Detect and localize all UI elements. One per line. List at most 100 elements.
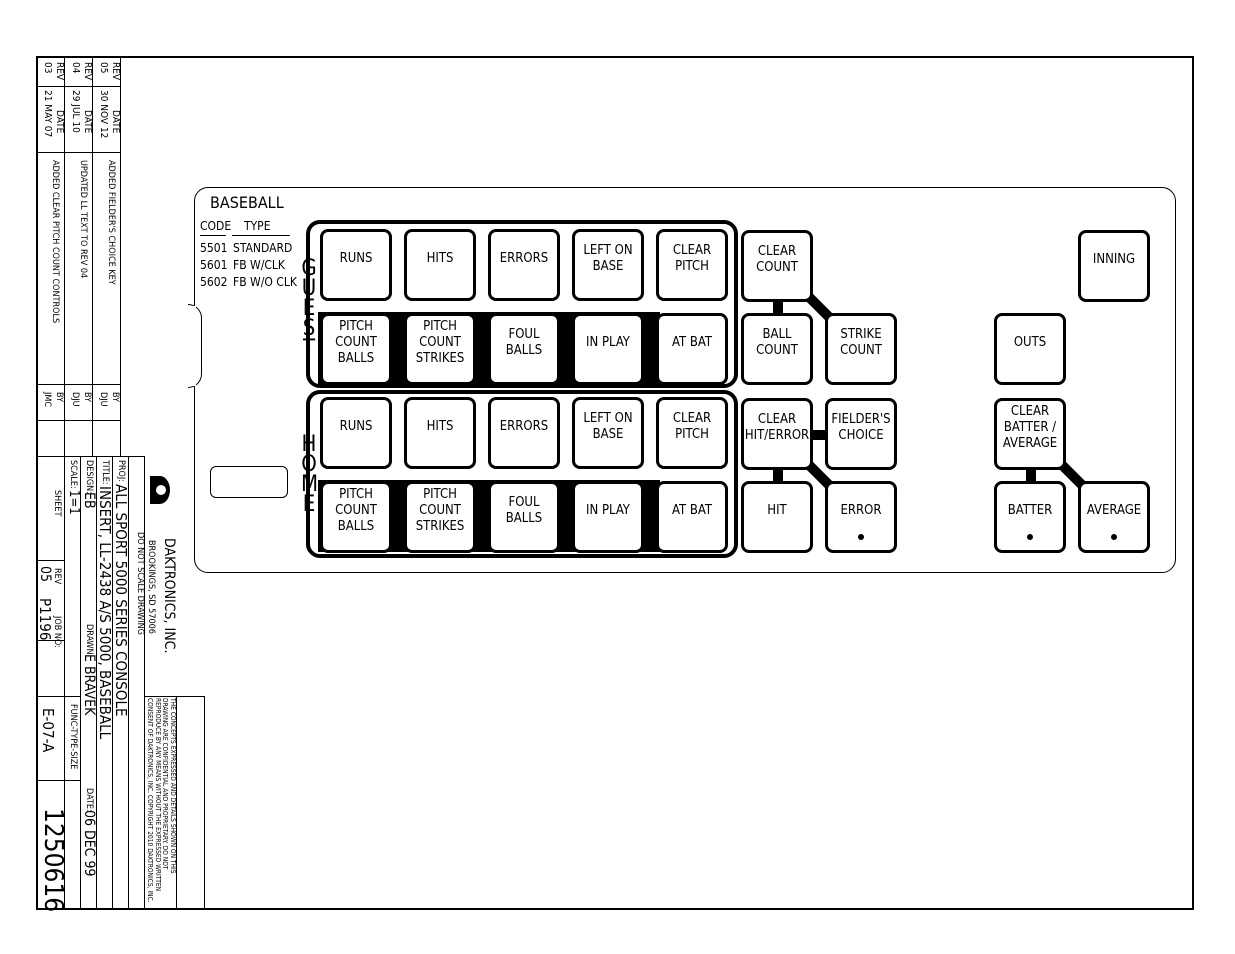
clear-batter-average-key[interactable]: CLEAR BATTER / AVERAGE xyxy=(994,398,1066,470)
drawn-by: E BRAVEK xyxy=(81,654,97,716)
func-label: FUNC-TYPE-SIZE xyxy=(68,704,78,770)
rev-04-by: DJU xyxy=(70,392,80,407)
func-type-size: E-07-A xyxy=(39,708,57,753)
type-header: TYPE xyxy=(244,219,271,233)
designer: EB xyxy=(81,492,97,509)
strike-count-key[interactable]: STRIKE COUNT xyxy=(825,313,897,385)
guest-at-bat-key[interactable]: AT BAT xyxy=(656,313,728,385)
drawing-date: 06 DEC 99 xyxy=(81,810,97,877)
code-header: CODE xyxy=(200,219,232,233)
code-type: FB W/O CLK xyxy=(233,275,297,289)
rev-03-date: 21 MAY 07 xyxy=(42,90,53,138)
fielders-choice-key[interactable]: FIELDER'S CHOICE xyxy=(825,398,897,470)
inning-key[interactable]: INNING xyxy=(1078,230,1150,302)
indicator-dot-icon xyxy=(1027,534,1033,540)
home-at-bat-key[interactable]: AT BAT xyxy=(656,481,728,553)
home-pitch-count-balls-key[interactable]: PITCH COUNT BALLS xyxy=(320,481,392,553)
hit-key[interactable]: HIT xyxy=(741,481,813,553)
rev-03-desc: ADDED CLEAR PITCH COUNT CONTROLS xyxy=(50,160,60,324)
guest-foul-balls-key[interactable]: FOUL BALLS xyxy=(488,313,560,385)
code-number: 5501 xyxy=(200,241,228,255)
scale-label: SCALE: xyxy=(68,460,78,489)
rev-04-date: 29 JUL 10 xyxy=(70,90,81,133)
sheet-rev: 05 xyxy=(37,566,53,583)
sheet-label: SHEET xyxy=(52,490,62,517)
code-type: STANDARD xyxy=(233,241,293,255)
display-window xyxy=(210,466,288,498)
outs-key[interactable]: OUTS xyxy=(994,313,1066,385)
home-runs-key[interactable]: RUNS xyxy=(320,397,392,469)
batter-key[interactable]: BATTER xyxy=(994,481,1066,553)
job-number: P1196 xyxy=(36,598,54,641)
code-number: 5602 xyxy=(200,275,228,289)
group-letter: M xyxy=(301,472,319,497)
rev-header-3: REV xyxy=(54,62,65,81)
drawing-number: 1250616 xyxy=(38,808,68,913)
indicator-dot-icon xyxy=(858,534,864,540)
confidentiality-notice: THE CONCEPTS EXPRESSED AND DETAILS SHOWN… xyxy=(146,698,177,903)
group-letter: E xyxy=(302,296,316,321)
rev-04: 04 xyxy=(70,62,81,74)
guest-pitch-count-strikes-key[interactable]: PITCH COUNT STRIKES xyxy=(404,313,476,385)
design-label: DESIGN: xyxy=(84,460,94,494)
home-in-play-key[interactable]: IN PLAY xyxy=(572,481,644,553)
group-letter: O xyxy=(301,452,317,477)
rev-05: 05 xyxy=(98,62,109,74)
indicator-dot-icon xyxy=(1111,534,1117,540)
by-header-2: BY xyxy=(82,392,92,403)
by-header: BY xyxy=(110,392,120,403)
clear-count-key[interactable]: CLEAR COUNT xyxy=(741,230,813,302)
title-label: TITLE: xyxy=(100,460,110,485)
date-header: DATE xyxy=(110,110,121,134)
ball-count-key[interactable]: BALL COUNT xyxy=(741,313,813,385)
rev-04-desc: UPDATED LL TEXT TO REV 04 xyxy=(78,160,88,279)
guest-errors-key[interactable]: ERRORS xyxy=(488,229,560,301)
home-foul-balls-key[interactable]: FOUL BALLS xyxy=(488,481,560,553)
rev-03-by: JMC xyxy=(42,392,52,408)
hit-error-hit-connector xyxy=(773,466,783,482)
rev-05-date: 30 NOV 12 xyxy=(98,90,109,139)
date-header-2: DATE xyxy=(82,110,93,134)
clear-hit-error-key[interactable]: CLEAR HIT/ERROR xyxy=(741,398,813,470)
home-hits-key[interactable]: HITS xyxy=(404,397,476,469)
rev-03: 03 xyxy=(42,62,53,74)
sport-heading: BASEBALL xyxy=(210,193,284,212)
rev-header-2: REV xyxy=(82,62,93,81)
by-header-3: BY xyxy=(54,392,64,403)
drawing-title: INSERT, LL-2438 A/S 5000, BASEBALL xyxy=(96,486,114,740)
group-letter: E xyxy=(302,492,316,517)
average-key[interactable]: AVERAGE xyxy=(1078,481,1150,553)
home-clear-pitch-key[interactable]: CLEAR PITCH xyxy=(656,397,728,469)
clear-count-connector xyxy=(773,298,783,314)
guest-pitch-count-balls-key[interactable]: PITCH COUNT BALLS xyxy=(320,313,392,385)
clear-batter-batter-connector xyxy=(1026,466,1036,482)
company-name: DAKTRONICS, INC. xyxy=(161,538,177,654)
date-label: DATE: xyxy=(84,788,94,812)
drawn-label: DRAWN: xyxy=(84,624,94,658)
proj-label: PROJ: xyxy=(116,460,126,482)
guest-in-play-key[interactable]: IN PLAY xyxy=(572,313,644,385)
hit-error-fielder-connector xyxy=(810,430,826,440)
home-errors-key[interactable]: ERRORS xyxy=(488,397,560,469)
home-left-on-base-key[interactable]: LEFT ON BASE xyxy=(572,397,644,469)
code-type: FB W/CLK xyxy=(233,258,285,272)
group-letter: S xyxy=(302,316,316,341)
group-letter: U xyxy=(301,276,317,301)
guest-group-box xyxy=(306,220,738,388)
guest-hits-key[interactable]: HITS xyxy=(404,229,476,301)
company-city: BROOKINGS, SD 57006 xyxy=(146,540,156,634)
error-key[interactable]: ERROR xyxy=(825,481,897,553)
group-letter: T xyxy=(302,336,316,361)
guest-runs-key[interactable]: RUNS xyxy=(320,229,392,301)
rev-05-by: DJU xyxy=(98,392,108,407)
home-group-box xyxy=(306,390,738,558)
rev-05-desc: ADDED FIELDER'S CHOICE KEY xyxy=(106,160,116,285)
do-not-scale: DO NOT SCALE DRAWING xyxy=(135,532,145,635)
home-pitch-count-strikes-key[interactable]: PITCH COUNT STRIKES xyxy=(404,481,476,553)
scale: 1=1 xyxy=(66,490,81,515)
group-letter: H xyxy=(301,432,317,457)
code-number: 5601 xyxy=(200,258,228,272)
guest-left-on-base-key[interactable]: LEFT ON BASE xyxy=(572,229,644,301)
rev-header: REV xyxy=(110,62,121,81)
guest-clear-pitch-key[interactable]: CLEAR PITCH xyxy=(656,229,728,301)
